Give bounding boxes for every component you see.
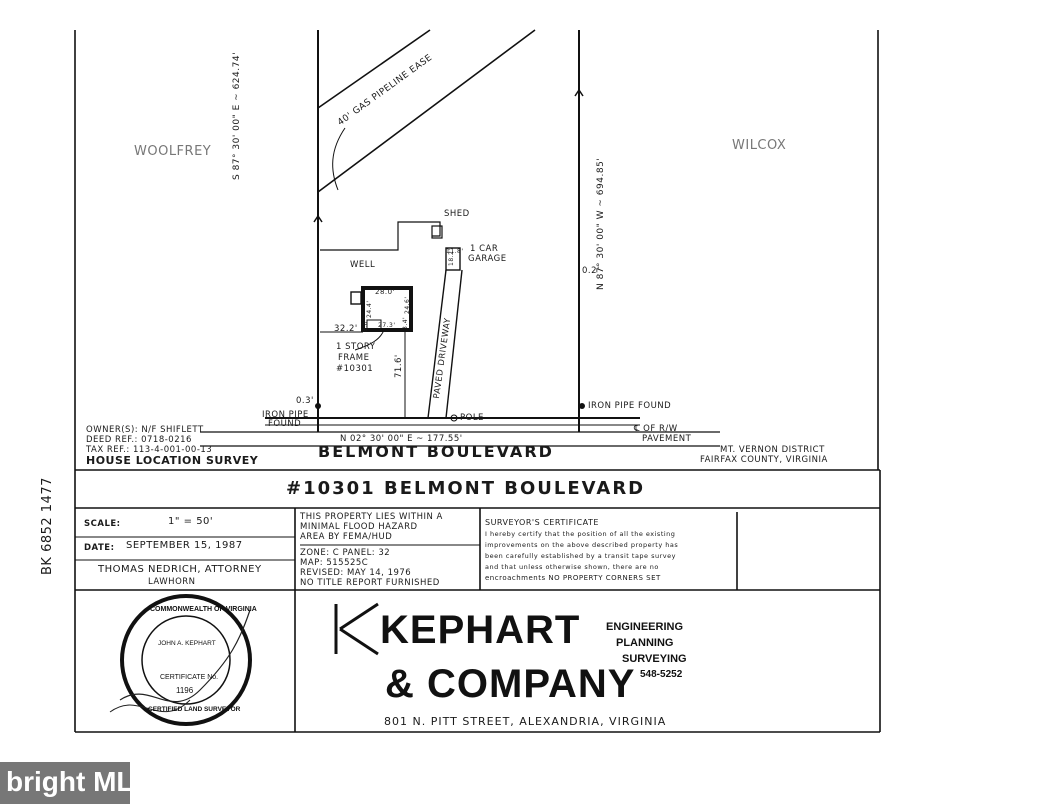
date-label: DATE: <box>84 543 115 553</box>
house-dim-right: 24.6' <box>404 296 411 314</box>
pavement-label: PAVEMENT <box>642 434 692 444</box>
garage-dim-h: 18.2' <box>448 248 455 266</box>
driveway-shape <box>427 269 463 419</box>
bright-mls-watermark: bright MLS <box>0 762 152 804</box>
neighbor-label-right: WILCOX <box>732 138 787 153</box>
flood-line-2: MINIMAL FLOOD HAZARD <box>300 522 418 532</box>
address-title: #10301 BELMONT BOULEVARD <box>286 478 646 499</box>
firm-phone: 548-5252 <box>640 669 683 680</box>
date-value: SEPTEMBER 15, 1987 <box>126 540 243 551</box>
title-report-line: NO TITLE REPORT FURNISHED <box>300 578 440 588</box>
house-label-1: 1 STORY <box>336 342 376 352</box>
signature-scribble <box>119 609 251 703</box>
seal-bottom-text: CERTIFIED LAND SURVEYOR <box>148 706 241 713</box>
firm-name-line-1: KEPHART <box>380 608 581 652</box>
attorney-line-1: THOMAS NEDRICH, ATTORNEY <box>98 564 262 575</box>
seal-number: 1196 <box>176 686 194 695</box>
garage-dim-w: 11.8' <box>446 248 464 255</box>
scale-value: 1" = 50' <box>168 516 214 527</box>
offset-right-label: 0.2' <box>582 266 600 276</box>
pole-label: POLE <box>460 413 484 423</box>
bearing-west-label: S 87° 30' 00" E ~ 624.74' <box>232 51 242 180</box>
book-reference: BK 6852 1477 <box>40 477 55 575</box>
firm-name-line-2: & COMPANY <box>385 662 636 706</box>
cert-line-5: encroachments NO PROPERTY CORNERS SET <box>485 574 661 582</box>
iron-pipe-left-1: IRON PIPE <box>262 410 309 420</box>
setback-left-label: 32.2' <box>334 324 358 334</box>
garage-label-2: GARAGE <box>468 254 507 264</box>
revised-line: REVISED: MAY 14, 1976 <box>300 568 412 578</box>
zone-line: ZONE: C PANEL: 32 <box>300 548 391 558</box>
well-label: WELL <box>350 260 376 270</box>
seal-name: JOHN A. KEPHART <box>158 640 216 647</box>
house-dim-side-b: 3.4' <box>402 316 409 330</box>
owners-line: OWNER(S): N/F SHIFLETT <box>86 425 204 435</box>
garage-label-1: 1 CAR <box>470 244 499 254</box>
iron-pipe-right: IRON PIPE FOUND <box>588 401 672 411</box>
watermark-text: bright MLS <box>6 766 153 797</box>
row-label: ℄ OF R/W <box>634 424 678 434</box>
house-dim-top: 28.0' <box>375 288 396 296</box>
cert-line-3: been carefully established by a transit … <box>485 552 676 560</box>
cert-line-4: and that unless otherwise shown, there a… <box>485 563 659 571</box>
shed-shape <box>431 225 443 239</box>
house-dim-left: 24.4' <box>366 300 373 318</box>
flood-line-3: AREA BY FEMA/HUD <box>300 532 393 542</box>
firm-address: 801 N. PITT STREET, ALEXANDRIA, VIRGINIA <box>384 715 667 728</box>
district-line-1: MT. VERNON DISTRICT <box>720 445 825 455</box>
seal-outer-text: COMMONWEALTH OF VIRGINIA <box>150 606 257 613</box>
house-dim-bottom: 27.3' <box>378 322 396 329</box>
cert-heading: SURVEYOR'S CERTIFICATE <box>485 518 599 527</box>
street-name-label: BELMONT BOULEVARD <box>318 442 554 461</box>
house-dim-side-a: 8.0' <box>362 318 369 332</box>
bearing-south-label: N 02° 30' 00" E ~ 177.55' <box>340 434 463 444</box>
neighbor-label-left: WOOLFREY <box>134 144 212 159</box>
deed-line: DEED REF.: 0718-0216 <box>86 435 192 445</box>
cert-line-1: I hereby certify that the position of al… <box>485 530 676 538</box>
iron-pipe-left-2: FOUND <box>268 419 302 429</box>
tax-line: TAX REF.: 113-4-001-00-13 <box>86 445 213 455</box>
attorney-line-2: LAWHORN <box>148 577 196 587</box>
easement-line-north <box>317 29 431 109</box>
easement-line-south <box>317 29 536 193</box>
scale-label: SCALE: <box>84 519 121 529</box>
shed-label: SHED <box>444 209 470 219</box>
flood-line-1: THIS PROPERTY LIES WITHIN A <box>300 512 443 522</box>
surveyor-seal <box>120 594 252 726</box>
firm-service-surveying: SURVEYING <box>622 653 687 665</box>
kephart-logo-k <box>334 602 379 656</box>
map-line: MAP: 515525C <box>300 558 369 568</box>
cert-line-2: improvements on the above described prop… <box>485 541 679 549</box>
firm-service-planning: PLANNING <box>616 637 674 649</box>
garage-shape <box>445 247 461 271</box>
house-label-3: #10301 <box>336 364 374 374</box>
firm-service-engineering: ENGINEERING <box>606 621 684 633</box>
offset-left-label: 0.3' <box>296 396 314 406</box>
house-footprint <box>350 286 413 332</box>
survey-type-label: HOUSE LOCATION SURVEY <box>86 454 259 467</box>
house-label-2: FRAME <box>338 353 370 363</box>
setback-front-label: 71.6' <box>394 354 404 378</box>
seal-cert-label: CERTIFICATE No. <box>160 674 219 681</box>
district-line-2: FAIRFAX COUNTY, VIRGINIA <box>700 455 828 465</box>
